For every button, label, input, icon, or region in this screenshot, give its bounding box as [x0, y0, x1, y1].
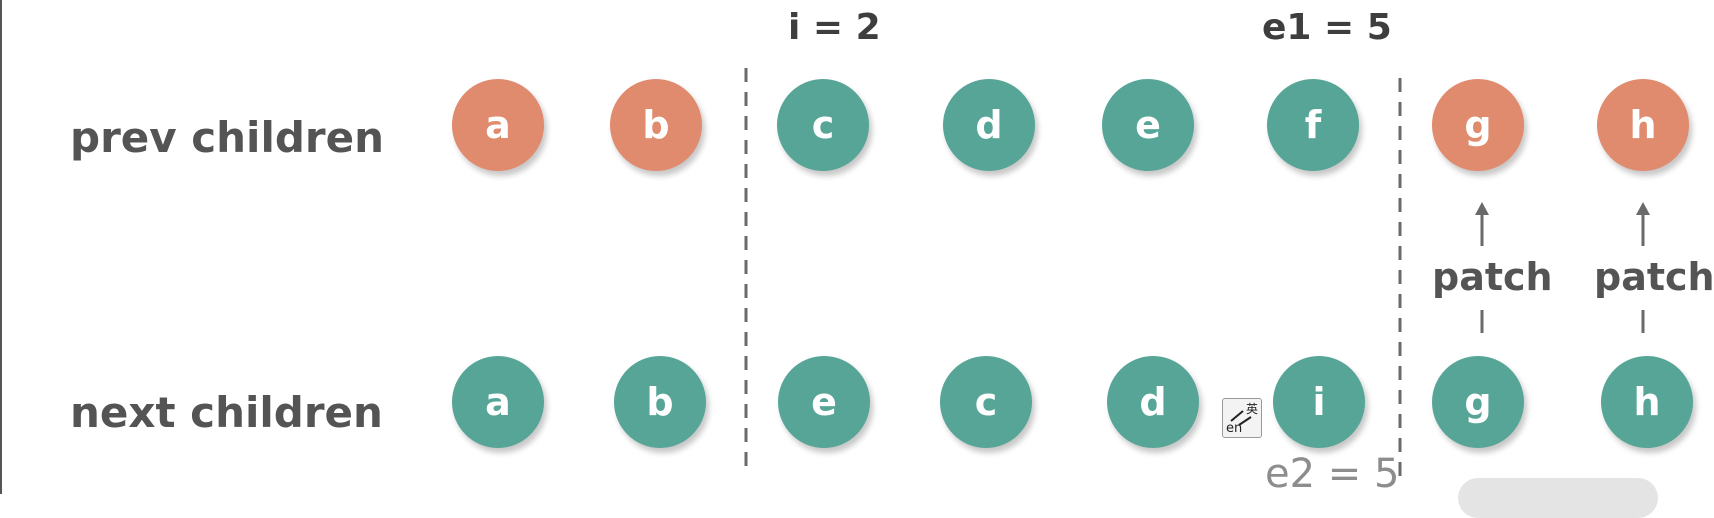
patch-label-h: patch [1594, 255, 1714, 299]
node-letter: c [974, 380, 998, 424]
node-letter: e [811, 380, 837, 424]
next-node-h: h [1601, 356, 1693, 448]
next-node-a: a [452, 356, 544, 448]
next-node-d: d [1107, 356, 1199, 448]
node-letter: a [485, 380, 511, 424]
next-node-b: b [614, 356, 706, 448]
next-children-label: next children [70, 388, 383, 437]
prev-node-b: b [610, 79, 702, 171]
next-node-i: i [1273, 356, 1365, 448]
node-letter: h [1633, 380, 1661, 424]
e1-index-label: e1 = 5 [1262, 7, 1392, 48]
partial-pill-control[interactable] [1458, 478, 1658, 518]
prev-node-e: e [1102, 79, 1194, 171]
left-edge-border [0, 0, 2, 494]
patch-arrow-head-g [1475, 202, 1489, 215]
i-index-label: i = 2 [788, 7, 881, 48]
node-letter: g [1464, 103, 1492, 147]
e2-index-label: e2 = 5 [1265, 451, 1400, 497]
node-letter: e [1135, 103, 1161, 147]
ime-glyph-bottom: en [1226, 421, 1243, 436]
node-letter: i [1312, 380, 1326, 424]
next-node-c: c [940, 356, 1032, 448]
prev-node-c: c [777, 79, 869, 171]
node-letter: d [975, 103, 1003, 147]
ime-swap-arrows-icon [1230, 410, 1252, 426]
prev-children-label: prev children [70, 113, 385, 162]
prev-node-f: f [1267, 79, 1359, 171]
patch-label-g: patch [1432, 255, 1553, 299]
prev-node-a: a [452, 79, 544, 171]
node-letter: a [485, 103, 511, 147]
node-letter: h [1629, 103, 1657, 147]
prev-node-h: h [1597, 79, 1689, 171]
patch-arrow-head-h [1636, 202, 1650, 215]
node-letter: g [1464, 380, 1492, 424]
prev-node-d: d [943, 79, 1035, 171]
prev-node-g: g [1432, 79, 1524, 171]
next-node-g: g [1432, 356, 1524, 448]
node-letter: b [642, 103, 670, 147]
input-method-icon[interactable]: 英 en [1222, 398, 1262, 438]
next-node-e: e [778, 356, 870, 448]
node-letter: c [811, 103, 835, 147]
node-letter: b [646, 380, 674, 424]
ime-glyph-top: 英 [1245, 402, 1258, 416]
node-letter: f [1304, 103, 1322, 147]
node-letter: d [1139, 380, 1167, 424]
diagram-lines [744, 68, 1650, 484]
